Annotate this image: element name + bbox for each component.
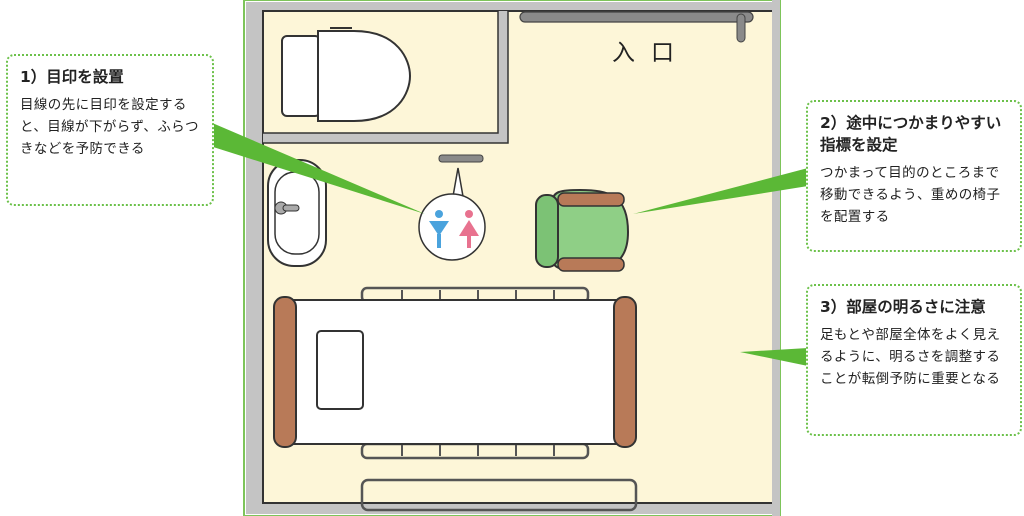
bed: [273, 286, 637, 460]
callout-3-pointer: [740, 348, 808, 366]
callout-1-title: 1）目印を設置: [20, 68, 124, 86]
callout-brightness: 3）部屋の明るさに注意 足もとや部屋全体をよく見えるように、明るさを調整すること…: [806, 284, 1022, 436]
chair: [535, 188, 630, 272]
callout-2-pointer: [633, 168, 808, 214]
male-restroom-icon: [429, 210, 449, 248]
female-restroom-icon: [459, 210, 479, 248]
callout-3-body: 足もとや部屋全体をよく見えるように、明るさを調整することが転倒予防に重要となる: [820, 327, 1001, 387]
entrance-label: 入口: [612, 40, 690, 66]
callout-1-body: 目線の先に目印を設定すると、目線が下がらず、ふらつきなどを予防できる: [20, 97, 199, 157]
door-handle: [736, 13, 746, 43]
toilet-partition-wall: [263, 11, 508, 143]
toilet-partition-outline: [263, 11, 509, 144]
bottom-handrail: [360, 478, 638, 512]
callout-handhold: 2）途中につかまりやすい指標を設定 つかまって目的のところまで移動できるよう、重…: [806, 100, 1022, 252]
callout-2-title: 2）途中につかまりやすい指標を設定: [820, 114, 1002, 154]
toilet: [281, 30, 412, 122]
callout-3-title: 3）部屋の明るさに注意: [820, 298, 986, 316]
wash-basin: [267, 159, 327, 267]
restroom-sign-mount: [438, 154, 484, 163]
restroom-sign: [418, 167, 486, 261]
entrance-sliding-door: [519, 11, 754, 23]
callout-1-pointer: [210, 122, 425, 214]
callout-landmark: 1）目印を設置 目線の先に目印を設定すると、目線が下がらず、ふらつきなどを予防で…: [6, 54, 214, 206]
callout-2-body: つかまって目的のところまで移動できるよう、重めの椅子を配置する: [820, 165, 1001, 225]
right-wall: [772, 0, 780, 516]
